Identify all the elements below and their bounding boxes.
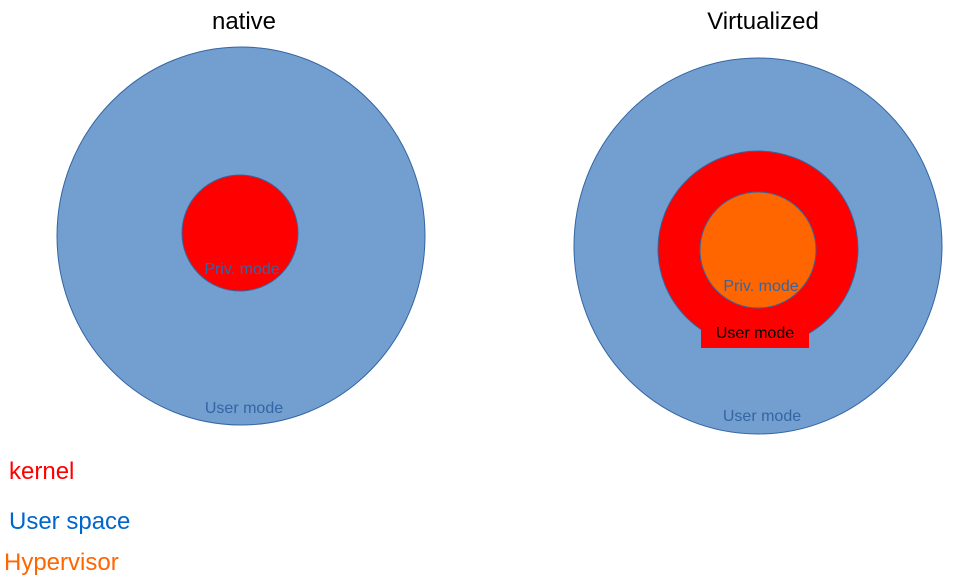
virtualized-priv-mode-label: Priv. mode bbox=[723, 278, 798, 295]
native-title: native bbox=[212, 8, 276, 35]
legend-user-space: User space bbox=[9, 508, 131, 535]
virtualized-guest-user-mode-label: User mode bbox=[716, 325, 794, 342]
native-user-mode-label: User mode bbox=[205, 400, 283, 417]
native-priv-mode-label: Priv. mode bbox=[204, 261, 279, 278]
native-diagram: native Priv. mode User mode bbox=[56, 8, 426, 426]
virtualized-user-mode-label: User mode bbox=[723, 408, 801, 425]
virtualized-title: Virtualized bbox=[707, 8, 819, 35]
virtualized-diagram: Virtualized Priv. mode User mode User mo… bbox=[573, 8, 943, 435]
legend-hypervisor: Hypervisor bbox=[4, 549, 119, 576]
legend-kernel: kernel bbox=[9, 458, 75, 485]
native-kernel-circle bbox=[181, 174, 299, 292]
virtualized-hypervisor-circle bbox=[699, 191, 817, 309]
virtualized-user-mode-box bbox=[701, 318, 809, 348]
